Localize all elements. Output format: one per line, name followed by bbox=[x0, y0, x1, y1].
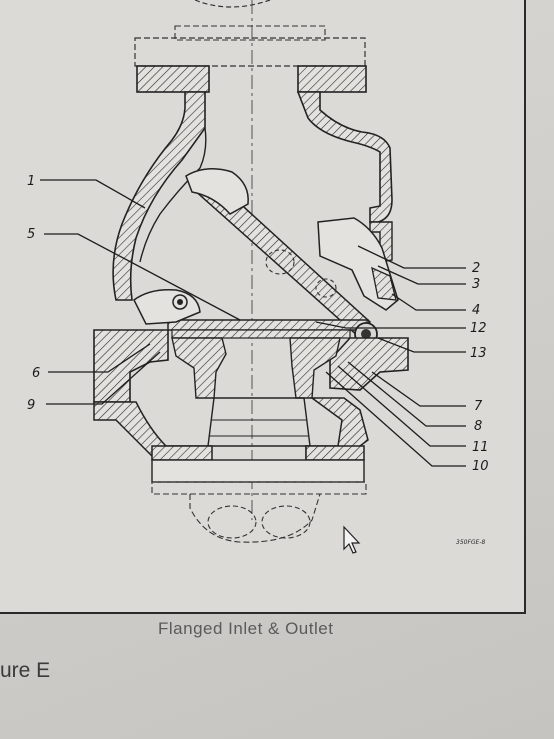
figure-caption: Flanged Inlet & Outlet bbox=[158, 619, 334, 638]
seat-ring-right bbox=[289, 337, 341, 399]
lower-dashed-boss bbox=[315, 278, 337, 298]
mouse-pointer-icon bbox=[343, 525, 361, 554]
callout-6: 6 bbox=[32, 366, 40, 381]
hinge-pin-center bbox=[361, 329, 371, 339]
callout-4: 4 bbox=[472, 303, 480, 318]
leader-1 bbox=[40, 179, 146, 209]
left-pivot-boss bbox=[133, 288, 201, 325]
seat-right bbox=[329, 337, 409, 391]
outlet-throat bbox=[207, 397, 311, 447]
leader-9 bbox=[46, 351, 161, 405]
leader-3 bbox=[377, 265, 466, 285]
leader-4 bbox=[391, 293, 466, 311]
callout-12: 12 bbox=[470, 321, 487, 336]
upstream-dashed-outline bbox=[194, 0, 271, 8]
callout-7: 7 bbox=[474, 399, 483, 414]
callout-10: 10 bbox=[472, 459, 489, 474]
seat-left bbox=[93, 329, 169, 403]
drawing-tag: 350FGE-8 bbox=[456, 539, 486, 546]
disc-backing bbox=[171, 329, 351, 339]
leader-6 bbox=[48, 343, 151, 373]
seat-ring-left bbox=[171, 337, 227, 399]
leader-13 bbox=[377, 337, 466, 353]
leader-10 bbox=[325, 371, 466, 467]
bottom-pipe-dashed bbox=[151, 481, 367, 495]
upper-dashed-boss bbox=[265, 249, 295, 275]
body-right-wall bbox=[296, 91, 393, 223]
callout-1: 1 bbox=[27, 174, 35, 189]
upper-stop-block bbox=[185, 168, 249, 215]
diagram-frame bbox=[0, 0, 526, 614]
callout-9: 9 bbox=[27, 398, 35, 413]
callout-3: 3 bbox=[472, 277, 480, 292]
figure-label: ure E bbox=[0, 659, 51, 682]
left-pivot-bolt-core bbox=[177, 299, 183, 305]
leader-7 bbox=[371, 371, 466, 407]
callout-5: 5 bbox=[27, 227, 35, 242]
leader-11 bbox=[337, 365, 466, 447]
disc-plate bbox=[167, 319, 369, 331]
top-flange-left bbox=[136, 65, 210, 93]
bottom-flange-face bbox=[151, 459, 365, 483]
body-left-inner-wall bbox=[139, 127, 207, 263]
hinge-insert bbox=[371, 266, 397, 301]
bottom-dashed-bowl bbox=[189, 493, 321, 543]
leader-2 bbox=[357, 245, 466, 269]
bottom-flange-right bbox=[305, 445, 365, 461]
callout-8: 8 bbox=[474, 419, 482, 434]
callout-11: 11 bbox=[472, 440, 489, 455]
leader-8 bbox=[347, 361, 466, 427]
body-left-wall bbox=[112, 91, 206, 301]
leader-12 bbox=[315, 321, 466, 329]
leader-5 bbox=[44, 233, 241, 321]
callout-13: 13 bbox=[470, 346, 487, 361]
top-flange-right bbox=[297, 65, 367, 93]
bottom-dashed-oval-left bbox=[207, 505, 257, 539]
bottom-dashed-oval-right bbox=[261, 505, 311, 539]
top-flange-dashed bbox=[134, 37, 366, 67]
top-flange-dashed-inner bbox=[174, 25, 326, 41]
bottom-flange-left bbox=[151, 445, 213, 461]
callout-2: 2 bbox=[472, 261, 480, 276]
